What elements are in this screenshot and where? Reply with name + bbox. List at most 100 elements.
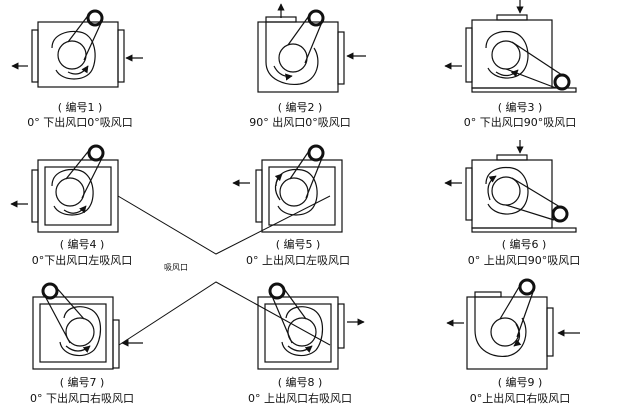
belt-5a: [289, 147, 312, 180]
belt-9a: [499, 281, 523, 320]
unit-8-caption: 0° 上出风口右吸风口: [248, 392, 352, 405]
motor-pulley-8: [268, 282, 286, 300]
belt-2b: [304, 21, 323, 64]
volute-scroll-7: [59, 306, 102, 357]
rotation-arrow-2: [273, 65, 293, 81]
motor-pulley-4: [87, 144, 105, 162]
fan-unit-8: [257, 282, 365, 370]
motor-pulley-6: [551, 205, 569, 223]
outlet-flange-4: [31, 169, 39, 223]
center-note: 吸风口: [164, 263, 188, 272]
rotation-arrow-9: [513, 323, 522, 347]
inlet-flange-8: [337, 303, 345, 349]
belt-6b: [505, 204, 555, 221]
outlet-flange-9: [474, 291, 502, 298]
unit-4-caption: 0°下出风口左吸风口: [31, 254, 133, 267]
fan-unit-2: [257, 3, 366, 93]
base-rail-6: [471, 227, 577, 233]
inlet-flange-3: [496, 14, 528, 21]
impeller-1: [57, 40, 87, 70]
motor-pulley-2: [307, 9, 325, 27]
inlet-flange-6: [496, 154, 528, 161]
unit-9-caption: 0°上出风口右吸风口: [469, 392, 571, 405]
fan-unit-9: [446, 278, 580, 370]
fan-unit-5: [232, 144, 343, 233]
belt-3b: [505, 68, 557, 89]
inner-frame-5: [268, 166, 336, 226]
unit-7-caption: 0° 下出风口右吸风口: [30, 392, 134, 405]
crossover-line-lower: [118, 281, 331, 346]
outlet-flange-1: [31, 29, 39, 83]
rotation-arrow-5: [274, 173, 283, 201]
unit-2-caption: 90° 出风口0°吸风口: [249, 116, 351, 129]
belt-1a: [67, 12, 91, 43]
unit-5-number: ( 编号5 ): [275, 238, 321, 251]
inlet-flange-7: [112, 319, 120, 369]
base-rail-3: [471, 87, 577, 93]
fan-unit-6: [444, 140, 577, 233]
rotation-arrow-8: [287, 345, 313, 353]
belt-9b: [516, 291, 534, 338]
unit-2-number: ( 编号2 ): [277, 101, 323, 114]
unit-3-caption: 0° 下出风口90°吸风口: [463, 116, 577, 129]
inner-frame-8: [264, 303, 332, 363]
fan-unit-3: [444, 0, 577, 93]
belt-6a: [511, 177, 561, 208]
belt-4b: [81, 157, 103, 199]
rotation-arrow-6: [487, 175, 497, 201]
rotation-arrow-4: [63, 205, 87, 214]
belt-3a: [511, 41, 563, 76]
outlet-flange-6: [465, 167, 473, 221]
fan-unit-4: [10, 144, 119, 233]
unit-6-caption: 0° 上出风口90°吸风口: [467, 254, 581, 267]
rotation-arrow-7: [65, 345, 91, 353]
impeller-7: [65, 317, 95, 347]
volute-scroll-3: [485, 30, 529, 79]
impeller-9: [490, 317, 520, 347]
volute-scroll-4: [51, 168, 94, 216]
unit-5-caption: 0° 上出风口左吸风口: [246, 254, 350, 267]
unit-7-number: ( 编号7 ): [59, 376, 105, 389]
unit-6-number: ( 编号6 ): [501, 238, 547, 251]
motor-pulley-1: [86, 9, 104, 27]
rotation-arrow-1: [67, 65, 89, 75]
belt-8b: [271, 295, 293, 344]
volute-scroll-9: [474, 297, 527, 357]
outlet-flange-3: [465, 27, 473, 83]
unit-1-number: ( 编号1 ): [57, 101, 103, 114]
volute-scroll-2: [265, 22, 319, 85]
motor-pulley-7: [41, 282, 59, 300]
belt-1b: [83, 22, 102, 61]
inlet-flange-9: [546, 307, 554, 357]
motor-pulley-9: [518, 278, 536, 296]
impeller-4: [55, 177, 85, 207]
volute-scroll-5: [275, 168, 318, 216]
volute-scroll-1: [51, 30, 96, 80]
inner-frame-4: [44, 166, 112, 226]
impeller-6: [491, 176, 521, 206]
rotation-arrow-3: [495, 69, 519, 78]
inner-frame-7: [39, 303, 107, 363]
fan-unit-7: [32, 282, 143, 370]
belt-4a: [65, 147, 92, 180]
motor-pulley-5: [307, 144, 325, 162]
inlet-flange-2: [337, 31, 345, 85]
crossover-line-upper: [117, 195, 331, 255]
volute-scroll-6: [485, 166, 529, 215]
fan-housing-6: [471, 159, 553, 229]
impeller-5: [279, 177, 309, 207]
fan-housing-2: [257, 21, 339, 93]
belt-8a: [281, 285, 307, 320]
unit-4-number: ( 编号4 ): [59, 238, 105, 251]
impeller-8: [287, 317, 317, 347]
belt-5b: [305, 157, 323, 199]
belt-2a: [287, 12, 312, 46]
fan-unit-1: [11, 9, 143, 88]
outlet-flange-5: [255, 169, 263, 223]
belt-7a: [54, 285, 85, 320]
unit-1-caption: 0° 下出风口0°吸风口: [27, 116, 133, 129]
unit-3-number: ( 编号3 ): [497, 101, 543, 114]
impeller-2: [278, 43, 308, 73]
